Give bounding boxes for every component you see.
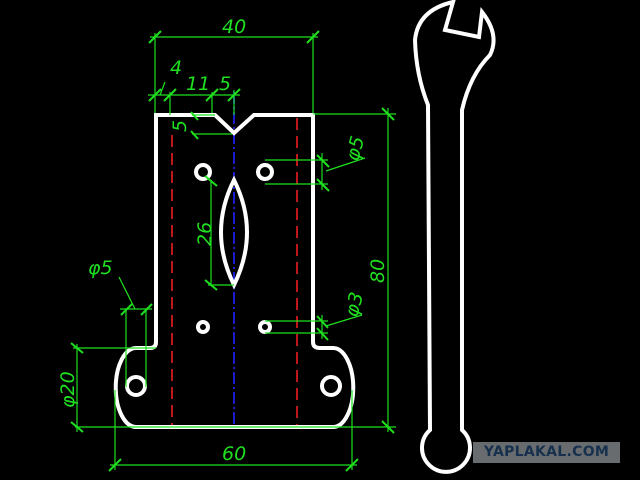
hole-lobe-right bbox=[320, 375, 342, 397]
dim-60 bbox=[108, 390, 359, 472]
dim-hole-top bbox=[265, 153, 366, 192]
hole-mid-left bbox=[196, 320, 210, 334]
dim-60-label: 60 bbox=[222, 443, 246, 465]
dim-5-label: 5 bbox=[219, 73, 231, 95]
dim-top-small bbox=[148, 81, 241, 115]
dim-20 bbox=[70, 342, 156, 433]
dim-40-label: 40 bbox=[222, 16, 246, 38]
dim-hole-top-label: φ5 bbox=[342, 134, 370, 163]
dim-4-label: 4 bbox=[170, 57, 182, 79]
hole-top-left bbox=[194, 163, 212, 181]
dim-notch-label: 5 bbox=[169, 120, 191, 132]
dim-26-label: 26 bbox=[194, 222, 216, 246]
watermark: YAPLAKAL.COM bbox=[473, 442, 620, 463]
dim-hole-mid-label: φ3 bbox=[341, 290, 369, 319]
dim-80-label: 80 bbox=[367, 259, 389, 283]
wrench-icon bbox=[412, 0, 496, 474]
dim-40 bbox=[148, 30, 320, 113]
dim-20-label: φ20 bbox=[57, 371, 79, 408]
dim-notch bbox=[190, 111, 232, 140]
dim-hole-lobe bbox=[118, 276, 153, 387]
dim-11-label: 11 bbox=[186, 73, 210, 95]
hole-lobe-left bbox=[125, 375, 147, 397]
dim-hole-lobe-label: φ5 bbox=[88, 257, 113, 279]
dim-80 bbox=[75, 107, 396, 434]
hole-top-right bbox=[256, 163, 274, 181]
hole-mid-right bbox=[258, 320, 272, 334]
dim-26 bbox=[204, 175, 234, 291]
dim-hole-mid bbox=[265, 314, 363, 341]
